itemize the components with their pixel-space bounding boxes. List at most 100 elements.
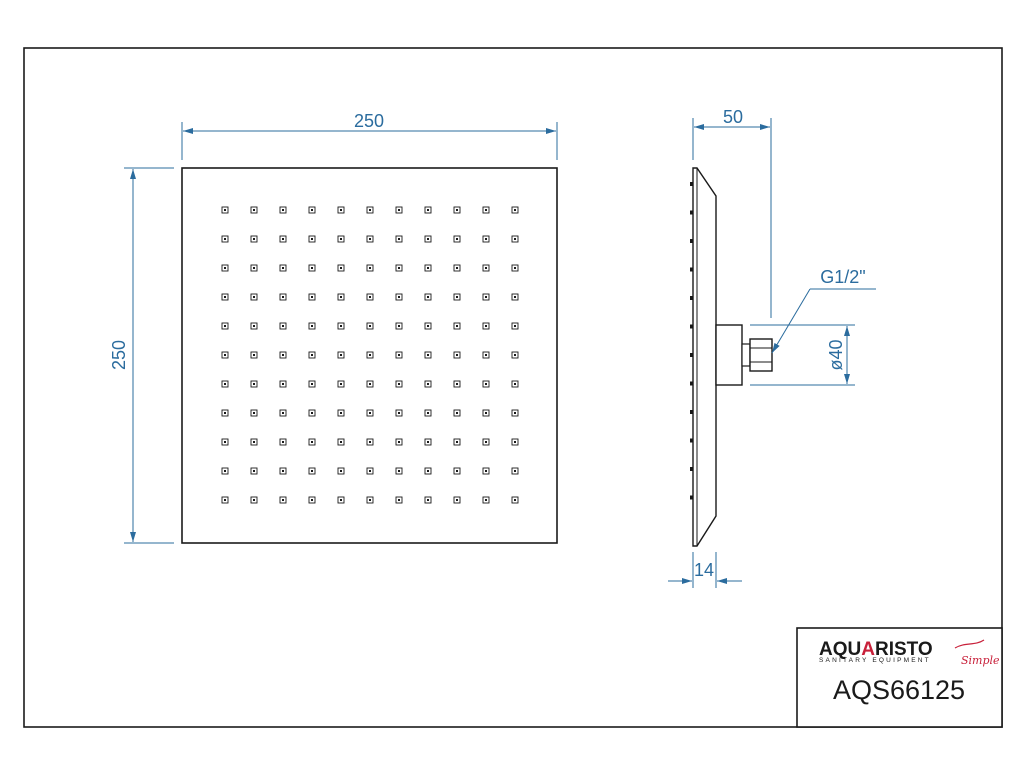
drawing-border xyxy=(23,47,1003,728)
nozzle-center xyxy=(282,412,284,414)
nozzle-center xyxy=(456,296,458,298)
nozzle-center xyxy=(224,441,226,443)
nozzle-center xyxy=(369,267,371,269)
side-view: 50 ø40 G1/2" 14 xyxy=(668,107,876,588)
nozzle-center xyxy=(398,325,400,327)
nozzle-center xyxy=(311,325,313,327)
nozzle-center xyxy=(427,238,429,240)
nozzle-center xyxy=(514,470,516,472)
nozzle-center xyxy=(485,238,487,240)
nozzle-center xyxy=(427,209,429,211)
nozzle-center xyxy=(514,209,516,211)
nozzle-center xyxy=(485,354,487,356)
nozzle-center xyxy=(253,499,255,501)
nozzle-center xyxy=(282,354,284,356)
nozzle-center xyxy=(369,383,371,385)
nozzle-center xyxy=(253,354,255,356)
nozzle-center xyxy=(311,267,313,269)
nozzle-center xyxy=(427,354,429,356)
nozzle-center xyxy=(427,383,429,385)
nozzle-center xyxy=(369,412,371,414)
side-nozzle xyxy=(690,324,693,329)
nozzle-center xyxy=(485,296,487,298)
nozzle-center xyxy=(398,209,400,211)
nozzle-center xyxy=(456,499,458,501)
nozzle-center xyxy=(224,238,226,240)
width-label: 250 xyxy=(354,111,384,131)
depth-dimension: 50 xyxy=(692,107,772,318)
thread-leader-line xyxy=(771,288,811,354)
nozzle-center xyxy=(282,383,284,385)
side-nozzle xyxy=(690,381,693,386)
brand-signature: Simple xyxy=(961,654,1000,667)
nozzle-center xyxy=(282,296,284,298)
nozzle-center xyxy=(340,499,342,501)
nozzle-center xyxy=(311,412,313,414)
nozzle-center xyxy=(224,354,226,356)
side-nozzle xyxy=(690,182,693,186)
nozzle-center xyxy=(311,470,313,472)
nozzle-center xyxy=(514,267,516,269)
brand-part1: AQU xyxy=(819,639,861,660)
title-block: AQUARISTO SANITARY EQUIPMENT Simple AQS6… xyxy=(796,627,1003,728)
nozzle-center xyxy=(224,296,226,298)
nozzle-center xyxy=(311,441,313,443)
nozzle-center xyxy=(340,267,342,269)
shower-head-outline xyxy=(181,167,558,544)
side-nozzle xyxy=(690,353,693,357)
brand-subtitle: SANITARY EQUIPMENT xyxy=(819,657,931,664)
nozzle-center xyxy=(427,441,429,443)
nozzle-center xyxy=(485,267,487,269)
side-nozzle xyxy=(690,467,693,471)
nozzle-center xyxy=(340,354,342,356)
nozzle-center xyxy=(369,296,371,298)
depth-label: 50 xyxy=(723,107,743,127)
nozzle-center xyxy=(398,354,400,356)
thread-callout: G1/2" xyxy=(771,267,876,354)
nozzle-center xyxy=(253,209,255,211)
nozzle-center xyxy=(514,354,516,356)
brand-part2: RISTO xyxy=(875,639,933,660)
nozzle-center xyxy=(253,296,255,298)
nozzle-center xyxy=(311,209,313,211)
nozzle-center xyxy=(224,412,226,414)
nozzle-center xyxy=(369,354,371,356)
nozzle-center xyxy=(253,325,255,327)
nozzle-center xyxy=(427,325,429,327)
nozzle-center xyxy=(485,499,487,501)
nozzle-center xyxy=(514,383,516,385)
nozzle-center xyxy=(456,441,458,443)
nozzle-center xyxy=(253,267,255,269)
nozzle-center xyxy=(311,383,313,385)
nozzle-center xyxy=(514,325,516,327)
nozzle-center xyxy=(427,499,429,501)
nozzle-center xyxy=(369,325,371,327)
nozzle-center xyxy=(398,412,400,414)
nozzle-center xyxy=(253,412,255,414)
front-view: 250 250 xyxy=(109,111,558,544)
nozzle-center xyxy=(282,325,284,327)
nozzle-center xyxy=(253,238,255,240)
nozzle-center xyxy=(282,267,284,269)
nozzle-center xyxy=(224,325,226,327)
diameter-label: ø40 xyxy=(826,339,846,370)
nozzle-center xyxy=(311,296,313,298)
nozzle-center xyxy=(514,412,516,414)
connector-body xyxy=(715,324,743,386)
nozzle-center xyxy=(311,354,313,356)
thread-label: G1/2" xyxy=(820,267,865,287)
nozzle-center xyxy=(282,441,284,443)
nozzle-center xyxy=(224,209,226,211)
nozzle-center xyxy=(427,267,429,269)
nozzle-center xyxy=(340,296,342,298)
nozzle-center xyxy=(456,470,458,472)
nozzle-center xyxy=(485,209,487,211)
nozzle-center xyxy=(282,238,284,240)
diameter-dimension: ø40 xyxy=(750,324,855,386)
nozzle-center xyxy=(398,238,400,240)
nozzle-center xyxy=(514,296,516,298)
nozzle-center xyxy=(398,267,400,269)
nozzle-center xyxy=(253,383,255,385)
nozzle-center xyxy=(224,383,226,385)
nozzle-center xyxy=(485,470,487,472)
